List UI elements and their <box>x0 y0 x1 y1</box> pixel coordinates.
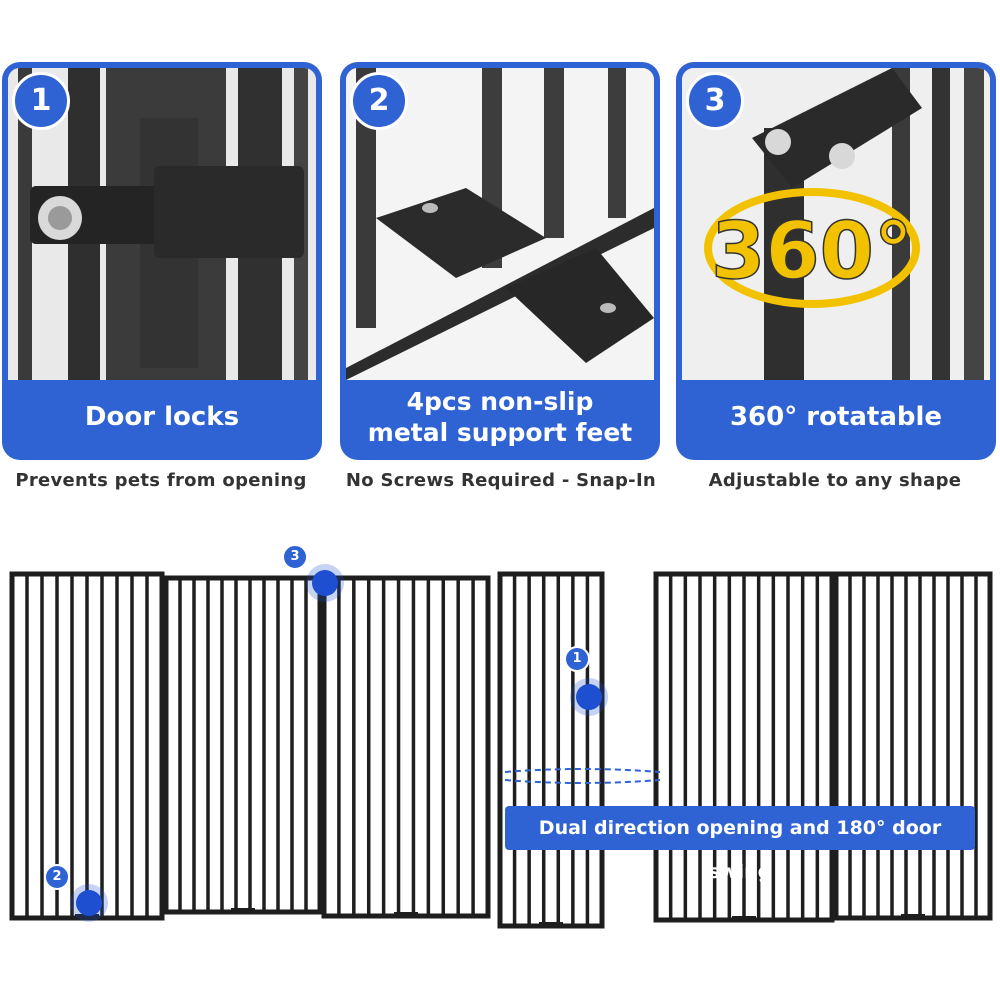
feature-caption: No Screws Required - Snap-In <box>345 470 657 491</box>
support-foot <box>539 922 563 928</box>
marker-badge-3: 3 <box>282 544 308 570</box>
feature-number-badge: 2 <box>350 72 408 130</box>
feature-card-rotatable: 360° 3 360° rotatable <box>678 64 994 458</box>
support-foot <box>732 916 756 922</box>
feature-label-line: 4pcs non-slip <box>406 386 594 416</box>
feature-label: 360° rotatable <box>729 401 943 432</box>
fence-panel <box>163 575 323 915</box>
feature-number-badge: 1 <box>12 72 70 130</box>
door-lock-photo <box>8 68 316 380</box>
support-foot <box>394 912 418 918</box>
marker-dot-2 <box>76 890 102 916</box>
fence-illustration <box>9 571 993 929</box>
marker-badge-2: 2 <box>44 864 70 890</box>
feature-caption: Adjustable to any shape <box>708 470 962 491</box>
feature-label: Door locks <box>84 401 240 432</box>
feature-card-door-locks: 1 Door locks <box>4 64 320 458</box>
marker-dot-3 <box>312 570 338 596</box>
support-foot <box>901 914 925 920</box>
marker-badge-1: 1 <box>564 646 590 672</box>
feature-label-line: metal support feet <box>367 418 633 447</box>
feature-number-badge: 3 <box>686 72 744 130</box>
support-foot <box>75 914 99 920</box>
door-swing-banner: Dual direction opening and 180° door swi… <box>505 806 975 883</box>
support-feet-photo <box>346 68 654 380</box>
fence-panel <box>833 571 993 921</box>
feature-caption: Prevents pets from opening <box>15 470 307 491</box>
marker-dot-1 <box>576 684 602 710</box>
fence-panel <box>321 575 491 919</box>
support-foot <box>231 908 255 914</box>
rotation-label: 360° <box>711 207 913 297</box>
